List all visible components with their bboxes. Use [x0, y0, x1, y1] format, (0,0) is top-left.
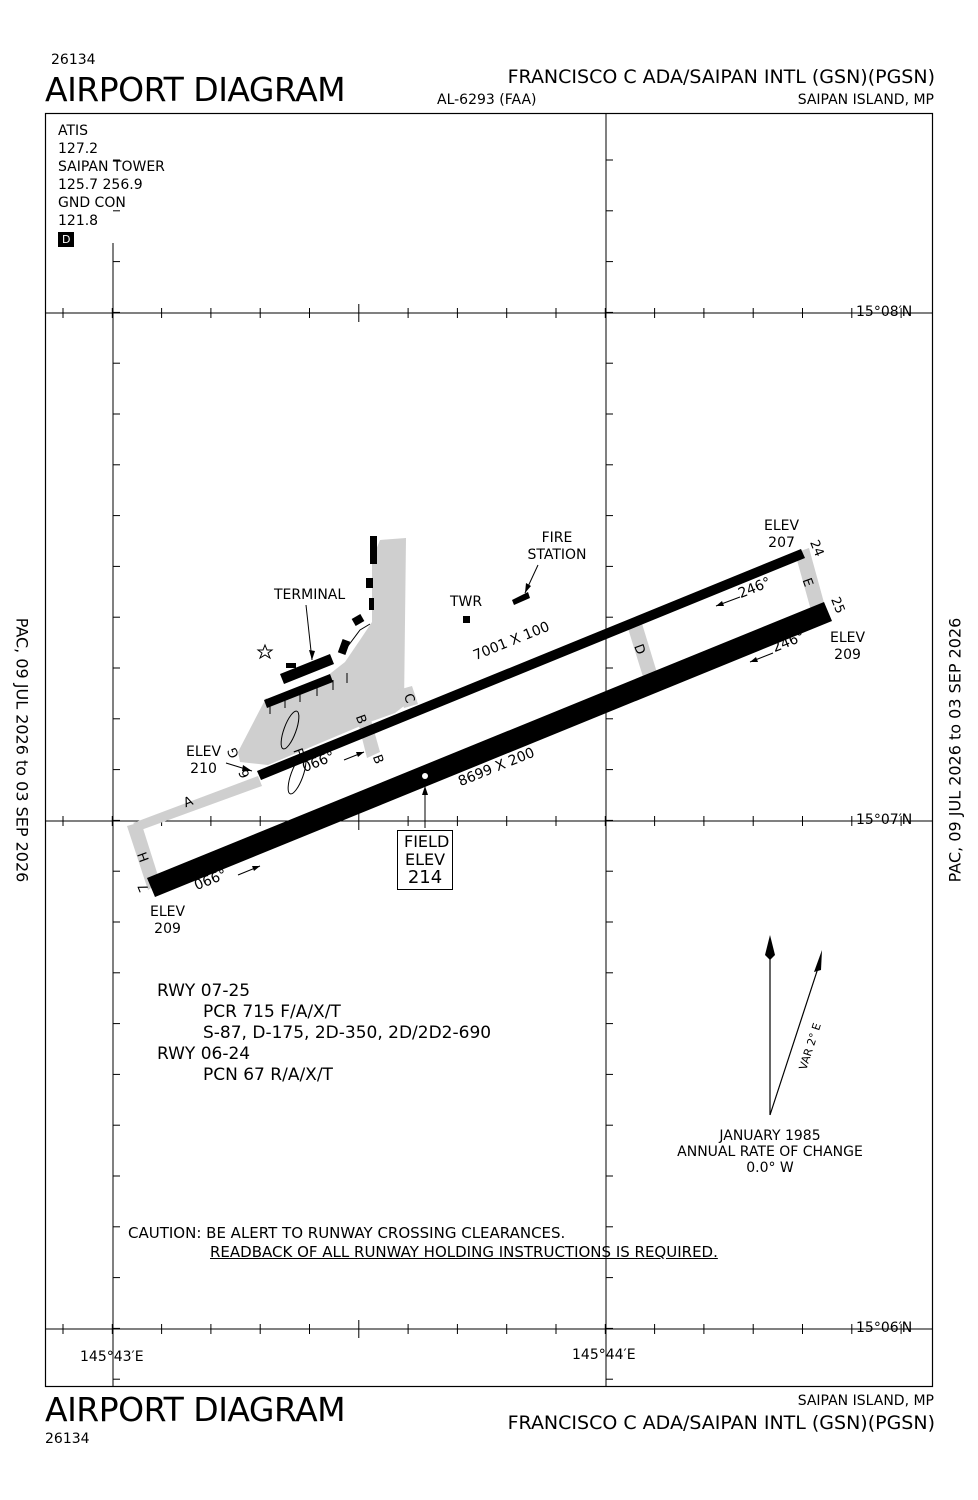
- volume-number: 26134: [51, 52, 96, 68]
- rwy1-pcr: PCR 715 F/A/X/T: [203, 1002, 341, 1022]
- buildings: [264, 536, 530, 708]
- footer-title: AIRPORT DIAGRAM: [45, 1390, 346, 1429]
- hold-lines: [269, 623, 371, 714]
- rwy2-pcn: PCN 67 R/A/X/T: [203, 1065, 333, 1085]
- terminal-label: TERMINAL: [274, 587, 346, 603]
- chart-id: AL-6293 (FAA): [437, 92, 537, 108]
- gnd-label: GND CON: [58, 195, 126, 211]
- tower-building: [463, 616, 470, 623]
- building: [370, 536, 377, 564]
- taxiway-d: [626, 617, 658, 680]
- graticule: [45, 113, 932, 1386]
- diagram-frame: [44, 112, 934, 1388]
- runway-07-25: [147, 602, 832, 897]
- lon-right: 145°44′E: [572, 1347, 636, 1363]
- fire-station-building: [512, 592, 530, 605]
- gnd-freq: 121.8: [58, 213, 99, 229]
- footer-volume: 26134: [45, 1431, 90, 1447]
- tower-label: SAIPAN TOWER: [58, 159, 165, 175]
- field-elevation-point: [422, 773, 428, 779]
- tower-freq: 125.7 256.9: [58, 177, 143, 193]
- airport-name: FRANCISCO C ADA/SAIPAN INTL (GSN)(PGSN): [507, 66, 935, 88]
- true-north-arrow: [765, 935, 775, 960]
- leader-heads: [242, 583, 531, 771]
- tower-label: TWR: [450, 594, 483, 610]
- chart-title: AIRPORT DIAGRAM: [45, 70, 346, 109]
- lat-mid: 15°07′N: [856, 812, 913, 828]
- graticule-ticks: [62, 159, 902, 1380]
- taxiway-e: [795, 548, 826, 614]
- d-atis-icon: D: [58, 232, 75, 247]
- taxiway-h: [127, 822, 160, 890]
- lat-top: 15°08′N: [856, 304, 913, 320]
- rwy1-weight: S-87, D-175, 2D-350, 2D/2D2-690: [203, 1023, 492, 1043]
- footer-location: SAIPAN ISLAND, MP: [797, 1393, 934, 1409]
- magnetic-north-arrow: [814, 950, 822, 972]
- terminal-building: [280, 654, 334, 684]
- lon-left: 145°43′E: [80, 1349, 144, 1365]
- taxiway-f-symbol: [280, 710, 300, 750]
- magnetic-note: JANUARY 1985 ANNUAL RATE OF CHANGE 0.0° …: [677, 1128, 863, 1176]
- beacon-icon: [256, 643, 274, 660]
- rwy2-title: RWY 06-24: [157, 1044, 251, 1064]
- field-elevation-box: FIELD ELEV 214: [397, 830, 453, 890]
- footer-airport-name: FRANCISCO C ADA/SAIPAN INTL (GSN)(PGSN): [507, 1412, 935, 1434]
- airport-location: SAIPAN ISLAND, MP: [797, 92, 934, 108]
- taxiway-c: [398, 686, 418, 708]
- frequency-block: ATIS 127.2 SAIPAN TOWER 125.7 256.9 GND …: [58, 122, 165, 248]
- caution-note: CAUTION: BE ALERT TO RUNWAY CROSSING CLE…: [128, 1224, 718, 1261]
- atis-freq: 127.2: [58, 141, 99, 157]
- runway-info: RWY 07-25 PCR 715 F/A/X/T S-87, D-175, 2…: [157, 981, 491, 1086]
- taxiway-a: [133, 776, 262, 830]
- lat-bottom: 15°06′N: [856, 1320, 913, 1336]
- magnetic-north-arrows: [765, 935, 822, 1116]
- runway-06-24: [257, 549, 805, 780]
- apron-pavement: [127, 538, 826, 890]
- rwy1-title: RWY 07-25: [157, 981, 251, 1001]
- atis-label: ATIS: [58, 123, 89, 139]
